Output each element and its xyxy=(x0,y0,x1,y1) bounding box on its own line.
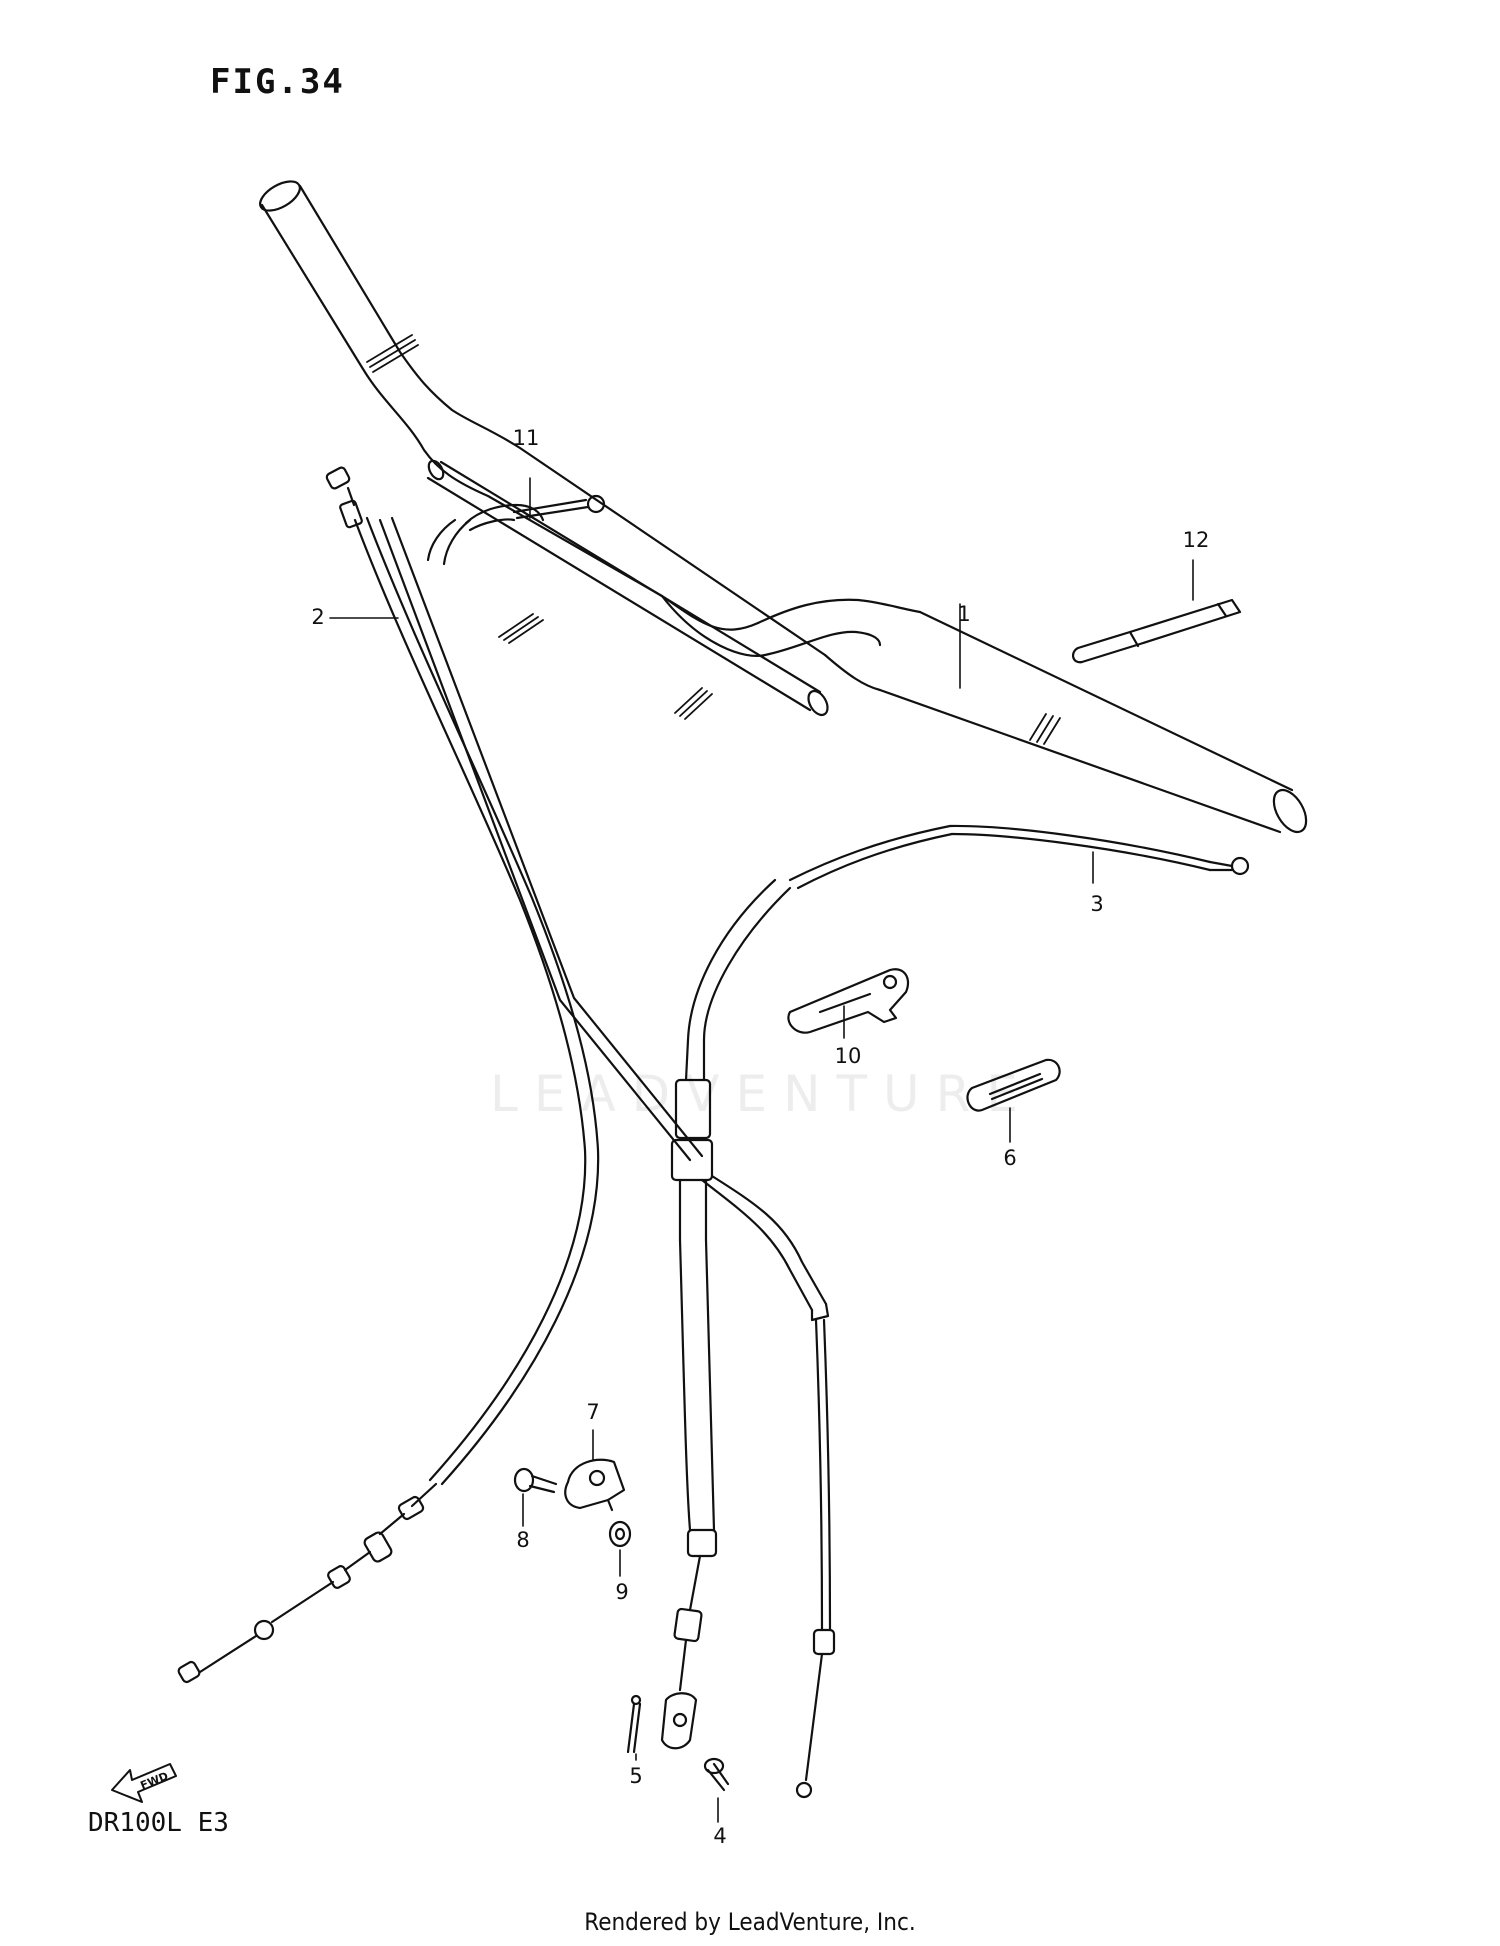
callout-3: 3 xyxy=(1090,892,1104,916)
callout-5: 5 xyxy=(629,1764,643,1788)
handlebar xyxy=(259,180,1308,834)
figure-title: FIG.34 xyxy=(210,62,345,102)
fwd-arrow-icon xyxy=(111,1763,177,1803)
callout-7: 7 xyxy=(586,1400,600,1424)
callout-6: 6 xyxy=(1003,1146,1017,1170)
callout-9: 9 xyxy=(615,1580,629,1604)
clutch-cable-3 xyxy=(660,824,1250,1799)
plate-6 xyxy=(966,1058,1061,1112)
bracket-10 xyxy=(787,968,910,1034)
clamp-7 xyxy=(564,1458,626,1512)
throttle-cable-2 xyxy=(177,466,704,1684)
footer-credit: Rendered by LeadVenture, Inc. xyxy=(584,1908,916,1936)
strap-12 xyxy=(1072,598,1242,664)
callout-8: 8 xyxy=(516,1528,530,1552)
pin-4 xyxy=(703,1757,730,1792)
watermark: LEADVENTURE xyxy=(490,1065,1034,1123)
fwd-label: FWD xyxy=(138,1769,170,1792)
model-code: DR100L E3 xyxy=(88,1808,229,1838)
callout-2: 2 xyxy=(311,605,325,629)
callout-12: 12 xyxy=(1182,528,1210,552)
callout-11: 11 xyxy=(512,426,540,450)
cotter-pin-5 xyxy=(626,1694,642,1754)
nut-9 xyxy=(608,1520,632,1548)
callout-1: 1 xyxy=(957,602,971,626)
bolt-8 xyxy=(513,1467,558,1494)
cable-guide-11 xyxy=(464,494,606,532)
callout-4: 4 xyxy=(713,1824,727,1848)
callout-10: 10 xyxy=(834,1044,862,1068)
leader-lines xyxy=(329,477,1194,1823)
